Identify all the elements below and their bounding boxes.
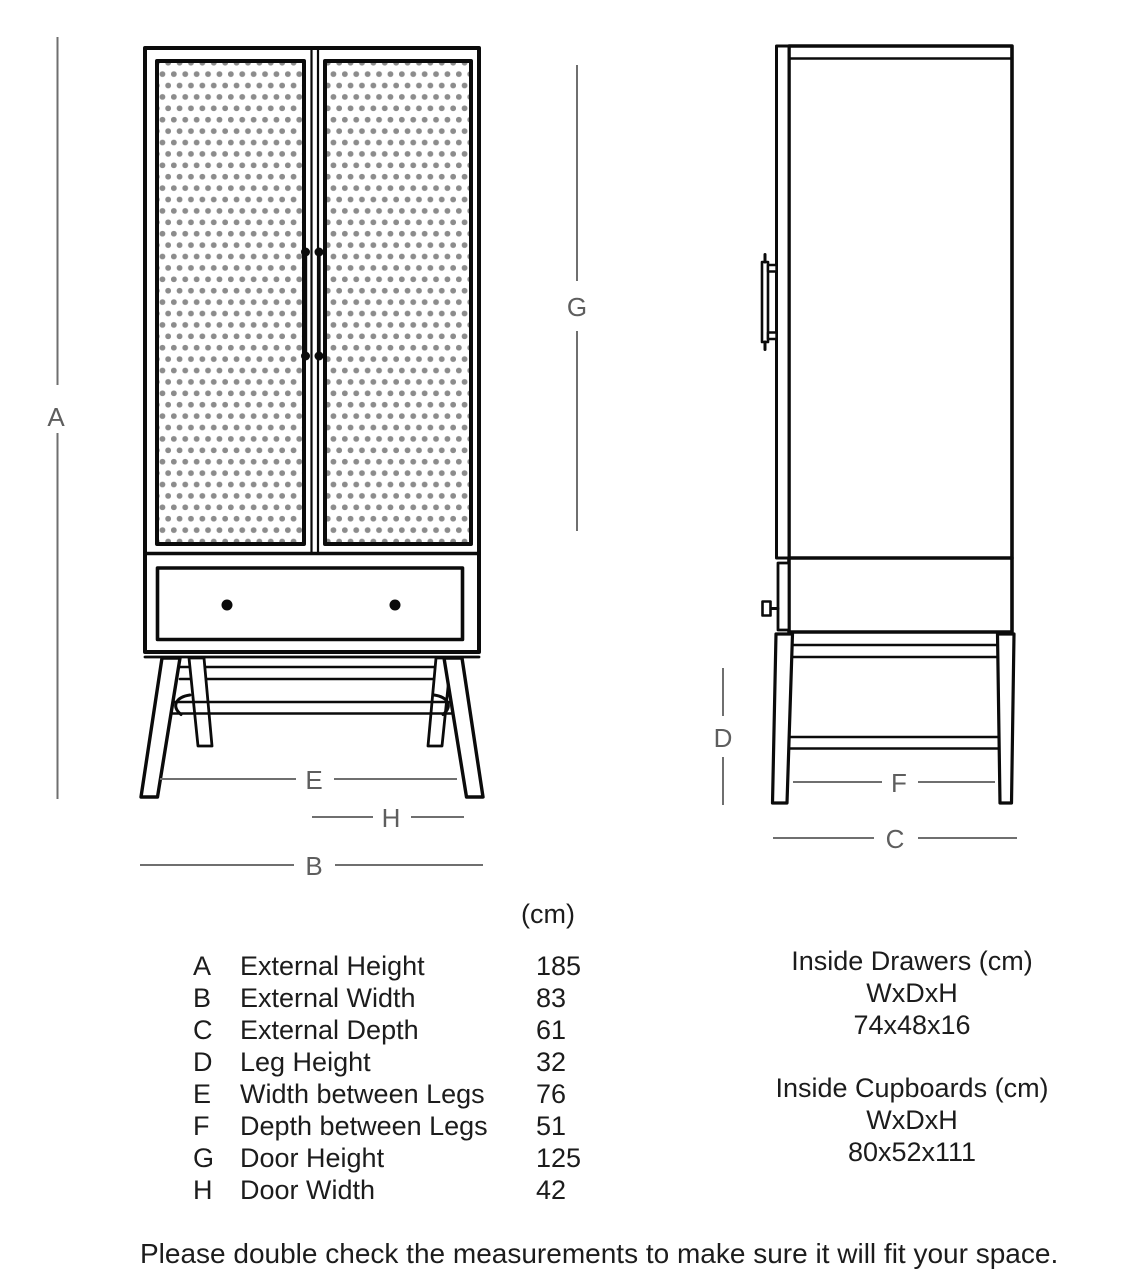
row-key: E xyxy=(193,1078,212,1109)
table-row: D Leg Height 32 xyxy=(193,1046,623,1078)
dimension-lines xyxy=(56,37,1017,866)
row-label: External Height xyxy=(240,950,425,981)
front-right-door-panel xyxy=(323,59,473,546)
dimension-labels: A G D E H B F C xyxy=(47,292,907,881)
dim-label-d: D xyxy=(714,723,733,753)
side-leg-front xyxy=(770,632,795,805)
table-row: G Door Height 125 xyxy=(193,1142,623,1174)
front-view xyxy=(139,46,485,799)
front-stretcher-hook-right xyxy=(432,693,450,716)
dim-label-f: F xyxy=(891,768,907,798)
inside-drawers-info: Inside Drawers (cm) WxDxH 74x48x16 xyxy=(732,945,1092,1041)
row-key: B xyxy=(193,982,212,1013)
row-value: 42 xyxy=(536,1174,567,1205)
front-door-handles xyxy=(303,250,321,358)
table-row: H Door Width 42 xyxy=(193,1174,623,1206)
dim-label-e: E xyxy=(305,765,322,795)
front-leg-right xyxy=(442,656,485,799)
dim-label-c: C xyxy=(886,824,905,854)
row-value: 125 xyxy=(536,1142,582,1173)
front-left-door-panel xyxy=(155,59,306,546)
row-key: H xyxy=(193,1174,213,1205)
side-leg-back xyxy=(995,632,1016,805)
dim-label-a: A xyxy=(47,402,65,432)
inside-drawers-value: 74x48x16 xyxy=(853,1010,971,1040)
dim-label-b: B xyxy=(305,851,322,880)
front-leg-left xyxy=(139,656,182,799)
side-handle-stem-bottom xyxy=(766,331,778,341)
side-handle-stem-top xyxy=(766,263,778,273)
front-handle-ends xyxy=(301,247,324,361)
side-body-outline xyxy=(787,44,1014,634)
inside-cupboards-title: Inside Cupboards (cm) xyxy=(775,1073,1049,1103)
row-value: 61 xyxy=(536,1014,567,1045)
side-stretcher xyxy=(788,735,1002,750)
side-handle-bar xyxy=(760,260,770,344)
side-door-edge xyxy=(775,44,791,560)
row-label: Door Height xyxy=(240,1142,385,1173)
fit-note: Please double check the measurements to … xyxy=(140,1238,1059,1269)
row-label: External Depth xyxy=(240,1014,419,1045)
row-key: A xyxy=(193,950,212,981)
inside-drawers-dims: WxDxH xyxy=(866,978,958,1008)
row-label: External Width xyxy=(240,982,416,1013)
side-top-rail xyxy=(791,643,1001,659)
row-value: 51 xyxy=(536,1110,567,1141)
side-drawer-knob xyxy=(761,600,772,617)
front-drawer-face xyxy=(155,566,465,642)
row-value: 32 xyxy=(536,1046,567,1077)
front-stretcher-hook-left xyxy=(174,693,192,716)
inside-cupboards-value: 80x52x111 xyxy=(847,1137,977,1167)
furniture-diagram: A G D E H B F C xyxy=(47,37,1017,881)
table-row: A External Height 185 xyxy=(193,950,623,982)
row-label: Leg Height xyxy=(240,1046,371,1077)
row-value: 83 xyxy=(536,982,567,1013)
table-row: F Depth between Legs 51 xyxy=(193,1110,623,1142)
row-label: Depth between Legs xyxy=(240,1110,488,1141)
row-value: 185 xyxy=(536,950,582,981)
row-label: Width between Legs xyxy=(240,1078,485,1109)
inside-cupboards-info: Inside Cupboards (cm) WxDxH 80x52x111 xyxy=(732,1072,1092,1168)
dim-label-g: G xyxy=(567,292,587,322)
row-label: Door Width xyxy=(240,1174,376,1205)
row-value: 76 xyxy=(536,1078,567,1109)
inside-drawers-title: Inside Drawers (cm) xyxy=(791,946,1033,976)
front-drawer-knobs xyxy=(221,599,401,611)
front-top-rail xyxy=(178,665,446,681)
dim-label-h: H xyxy=(382,803,401,833)
side-view xyxy=(760,44,1016,805)
row-key: C xyxy=(193,1014,213,1045)
row-key: D xyxy=(193,1046,213,1077)
row-key: G xyxy=(193,1142,215,1173)
table-row: C External Depth 61 xyxy=(193,1014,623,1046)
row-key: F xyxy=(193,1110,210,1141)
inside-cupboards-dims: WxDxH xyxy=(866,1105,958,1135)
table-row: B External Width 83 xyxy=(193,982,623,1014)
front-stretcher xyxy=(170,700,454,715)
side-drawer-edge xyxy=(776,561,791,632)
unit-header: (cm) xyxy=(521,899,575,929)
table-row: E Width between Legs 76 xyxy=(193,1078,623,1110)
measurement-table: A External Height 185 B External Width 8… xyxy=(193,950,623,1206)
